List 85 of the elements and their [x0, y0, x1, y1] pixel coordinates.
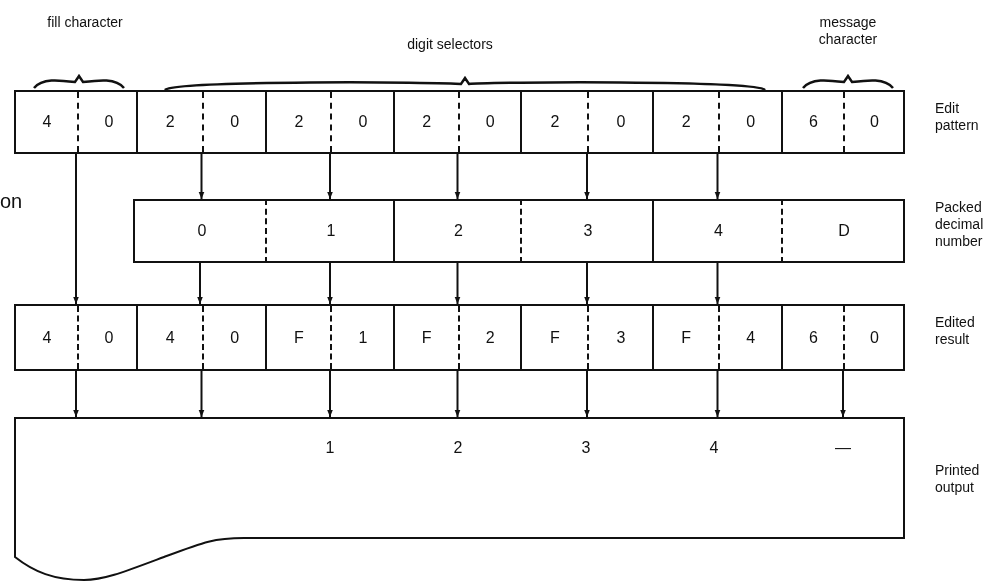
arrow: [714, 262, 721, 305]
hex-digit: 2: [164, 113, 176, 131]
hex-digit: 3: [615, 328, 627, 347]
byte-field: [265, 90, 395, 154]
byte-field: [136, 304, 267, 371]
nibble-field: [133, 199, 267, 263]
arrow: [198, 370, 205, 418]
hex-digit: 6: [808, 328, 819, 347]
arrow: [73, 153, 79, 305]
byte-field: [781, 90, 905, 154]
hex-digit: 4: [41, 113, 53, 131]
arrow: [584, 262, 590, 305]
arrow: [714, 370, 721, 418]
hex-digit: F: [420, 328, 433, 347]
arrow: [454, 262, 461, 305]
nibble-field: [393, 199, 522, 263]
hex-digit: 2: [549, 113, 561, 131]
arrow: [327, 370, 333, 418]
hex-digit: 0: [196, 222, 208, 240]
hex-digit: 0: [615, 113, 627, 131]
nibble-field: [781, 199, 905, 263]
hex-digit: 0: [357, 113, 369, 131]
byte-field: [14, 90, 138, 154]
arrow: [73, 370, 79, 418]
printed-character: 2: [452, 439, 464, 457]
hex-digit: 0: [229, 113, 241, 131]
row-label: Edited result: [935, 314, 976, 348]
printed-character: —: [834, 439, 852, 457]
hex-digit: F: [680, 328, 693, 347]
arrow: [454, 370, 461, 418]
arrow: [840, 370, 846, 418]
row-label: Printed output: [935, 462, 981, 496]
hex-digit: 0: [745, 113, 757, 131]
hex-digit: 4: [745, 328, 757, 347]
arrow: [584, 153, 590, 200]
hex-digit: 0: [103, 328, 115, 347]
annotation-label: fill character: [46, 14, 124, 31]
arrow: [714, 153, 721, 200]
byte-field: [520, 90, 654, 154]
row-label: Packed decimal number: [935, 199, 985, 250]
hex-digit: 0: [103, 113, 115, 131]
hex-digit: 2: [680, 113, 692, 131]
hex-digit: 0: [484, 113, 496, 131]
byte-field: [393, 90, 522, 154]
arrow: [454, 153, 461, 200]
hex-digit: 1: [325, 222, 337, 240]
annotation-label: on: [0, 190, 24, 212]
arrow: [584, 370, 590, 418]
hex-digit: F: [293, 328, 305, 347]
hex-digit: 4: [713, 222, 724, 240]
byte-field: [136, 90, 267, 154]
hex-digit: 3: [582, 222, 594, 240]
arrow: [327, 262, 333, 305]
hex-digit: 0: [869, 113, 880, 131]
byte-field: [652, 90, 783, 154]
arrow: [198, 153, 205, 200]
byte-field: [781, 304, 905, 371]
printed-character: 1: [324, 439, 336, 457]
hex-digit: 6: [808, 113, 819, 131]
hex-digit: D: [837, 222, 851, 240]
hex-digit: 0: [869, 328, 880, 347]
byte-field: [14, 304, 138, 371]
hex-digit: 1: [357, 328, 369, 347]
nibble-field: [265, 199, 395, 263]
byte-field: [393, 304, 522, 371]
annotation-label: digit selectors: [406, 36, 494, 53]
hex-digit: F: [549, 328, 561, 347]
printed-character: 4: [708, 439, 720, 457]
nibble-field: [652, 199, 783, 263]
arrow: [327, 153, 333, 200]
hex-digit: 2: [421, 113, 433, 131]
hex-digit: 2: [484, 328, 496, 347]
annotation-label: message character: [817, 14, 879, 48]
byte-field: [520, 304, 654, 371]
byte-field: [265, 304, 395, 371]
hex-digit: 4: [41, 328, 53, 347]
hex-digit: 0: [229, 328, 241, 347]
hex-digit: 2: [293, 113, 305, 131]
arrow: [197, 262, 203, 305]
byte-field: [652, 304, 783, 371]
row-label: Edit pattern: [935, 100, 980, 134]
nibble-field: [520, 199, 654, 263]
printed-character: 3: [580, 439, 592, 457]
hex-digit: 4: [164, 328, 176, 347]
hex-digit: 2: [453, 222, 464, 240]
